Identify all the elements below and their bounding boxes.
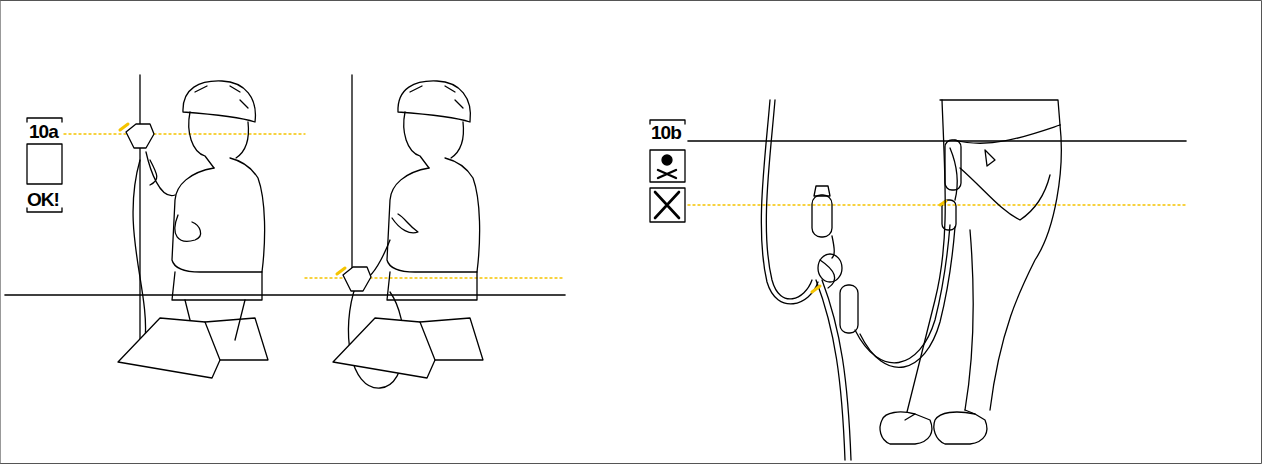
level-line bbox=[688, 204, 1186, 205]
callout-number: 10a bbox=[29, 122, 58, 141]
label-bracket bbox=[27, 118, 62, 212]
status-text: OK! bbox=[27, 190, 59, 209]
rope-system bbox=[761, 100, 961, 460]
worker-figure bbox=[118, 75, 268, 378]
label-bracket bbox=[650, 120, 685, 222]
worker-figure bbox=[333, 75, 483, 388]
reference-line bbox=[5, 294, 565, 296]
worker-legs bbox=[880, 100, 1061, 444]
callout-number: 10b bbox=[651, 123, 681, 142]
level-line bbox=[64, 133, 305, 134]
reference-line bbox=[688, 140, 1186, 142]
